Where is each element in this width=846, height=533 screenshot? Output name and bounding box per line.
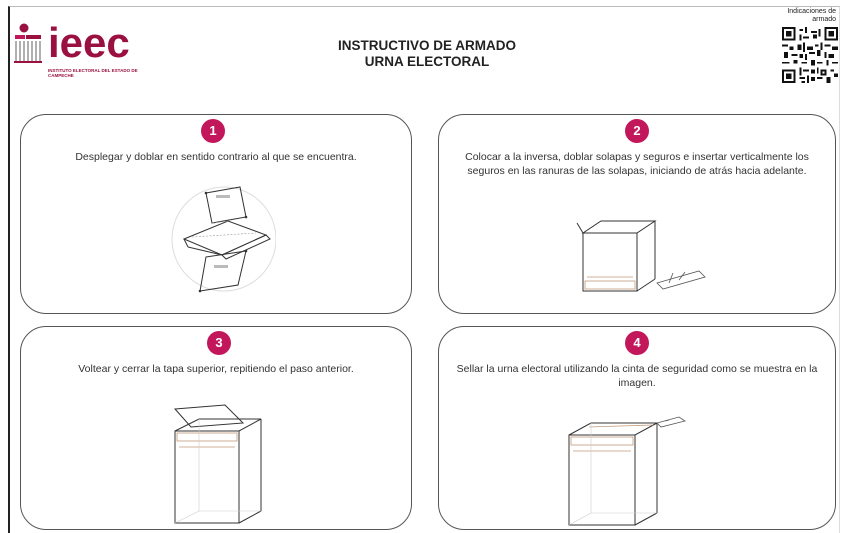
step-2-illustration bbox=[575, 207, 715, 307]
ieec-logo-icon bbox=[14, 22, 46, 66]
step-3-illustration bbox=[165, 401, 275, 529]
step-instruction: Desplegar y doblar en sentido contrario … bbox=[27, 151, 405, 165]
logo-text: ieec bbox=[48, 20, 130, 66]
page-title: INSTRUCTIVO DE ARMADO URNA ELECTORAL bbox=[312, 38, 542, 70]
step-instruction: Sellar la urna electoral utilizando la c… bbox=[445, 363, 829, 390]
step-card-4: 4 Sellar la urna electoral utilizando la… bbox=[438, 326, 836, 530]
step-4-illustration bbox=[561, 413, 691, 529]
qr-code-icon[interactable] bbox=[782, 26, 838, 84]
qr-label: Indicaciones de armado bbox=[770, 8, 836, 24]
logo-subtitle: INSTITUTO ELECTORAL DEL ESTADO DE CAMPEC… bbox=[48, 68, 148, 78]
step-card-3: 3 Voltear y cerrar la tapa superior, rep… bbox=[20, 326, 412, 530]
step-card-1: 1 Desplegar y doblar en sentido contrari… bbox=[20, 114, 412, 314]
step-number-badge: 2 bbox=[625, 119, 649, 143]
step-instruction: Colocar a la inversa, doblar solapas y s… bbox=[445, 151, 829, 178]
step-instruction: Voltear y cerrar la tapa superior, repit… bbox=[27, 363, 405, 377]
step-number-badge: 3 bbox=[207, 331, 231, 355]
step-1-illustration bbox=[166, 181, 276, 301]
ieec-logo: ieec INSTITUTO ELECTORAL DEL ESTADO DE C… bbox=[14, 20, 154, 92]
title-line-1: INSTRUCTIVO DE ARMADO bbox=[312, 38, 542, 54]
step-number-badge: 4 bbox=[625, 331, 649, 355]
step-card-2: 2 Colocar a la inversa, doblar solapas y… bbox=[438, 114, 836, 314]
title-line-2: URNA ELECTORAL bbox=[312, 54, 542, 70]
step-number-badge: 1 bbox=[201, 119, 225, 143]
